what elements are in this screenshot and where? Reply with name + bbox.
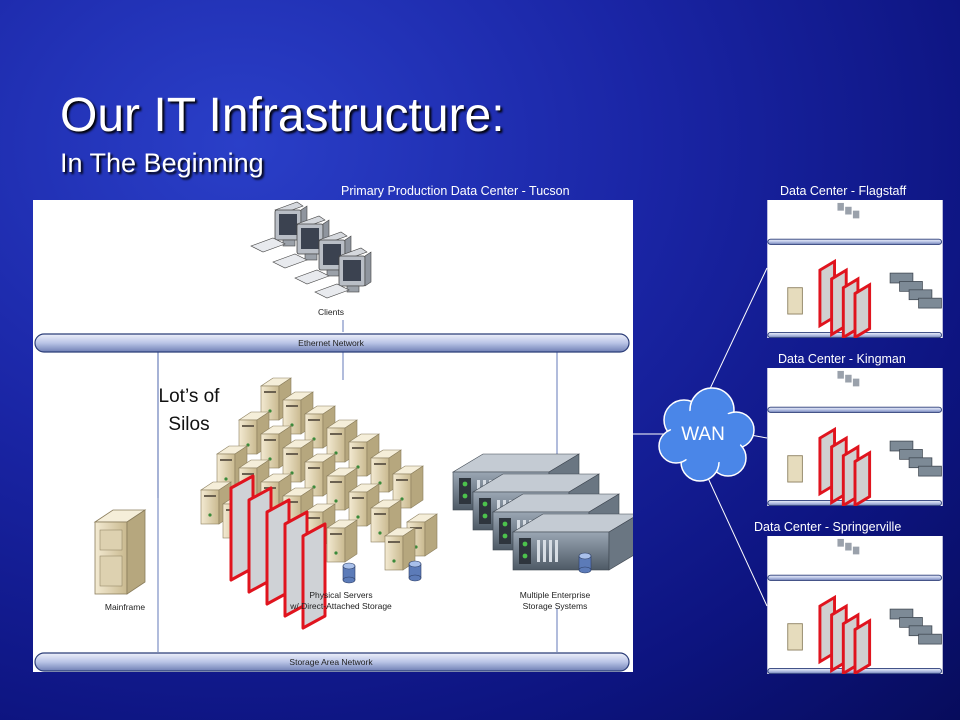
storage-area-network-bar bbox=[34, 652, 630, 672]
clients-label: Clients bbox=[318, 307, 344, 317]
storage-label-line2: Storage Systems bbox=[523, 601, 588, 611]
dc-springerville-thumbnail bbox=[767, 536, 943, 674]
dc-kingman-thumbnail bbox=[767, 368, 943, 506]
primary-datacenter-diagram: Clients Ethernet Network Storage Area Ne… bbox=[33, 200, 633, 672]
silos-label-line2: Silos bbox=[168, 414, 209, 435]
mainframe-icon bbox=[93, 509, 147, 595]
servers-label-line2: w/ Direct-Attached Storage bbox=[289, 601, 392, 611]
ethernet-network-label: Ethernet Network bbox=[298, 338, 364, 348]
slide-subtitle: In The Beginning bbox=[60, 148, 264, 178]
dc-flagstaff-thumbnail bbox=[767, 200, 943, 338]
wan-cloud-icon bbox=[658, 387, 755, 482]
dc-kingman-label: Data Center - Kingman bbox=[778, 352, 906, 366]
storage-label-line1: Multiple Enterprise bbox=[520, 590, 591, 600]
storage-area-network-label: Storage Area Network bbox=[289, 657, 373, 667]
connector-lines bbox=[157, 320, 558, 652]
primary-dc-label: Primary Production Data Center - Tucson bbox=[341, 184, 570, 198]
wan-label: WAN bbox=[681, 424, 725, 445]
slide-title: Our IT Infrastructure: bbox=[60, 89, 505, 142]
servers-label-line1: Physical Servers bbox=[309, 590, 372, 600]
mainframe-label: Mainframe bbox=[105, 602, 145, 612]
dc-springerville-label: Data Center - Springerville bbox=[754, 520, 902, 534]
dc-flagstaff-label: Data Center - Flagstaff bbox=[780, 184, 907, 198]
silos-label-line1: Lot’s of bbox=[159, 386, 221, 407]
ethernet-network-bar bbox=[34, 333, 630, 353]
